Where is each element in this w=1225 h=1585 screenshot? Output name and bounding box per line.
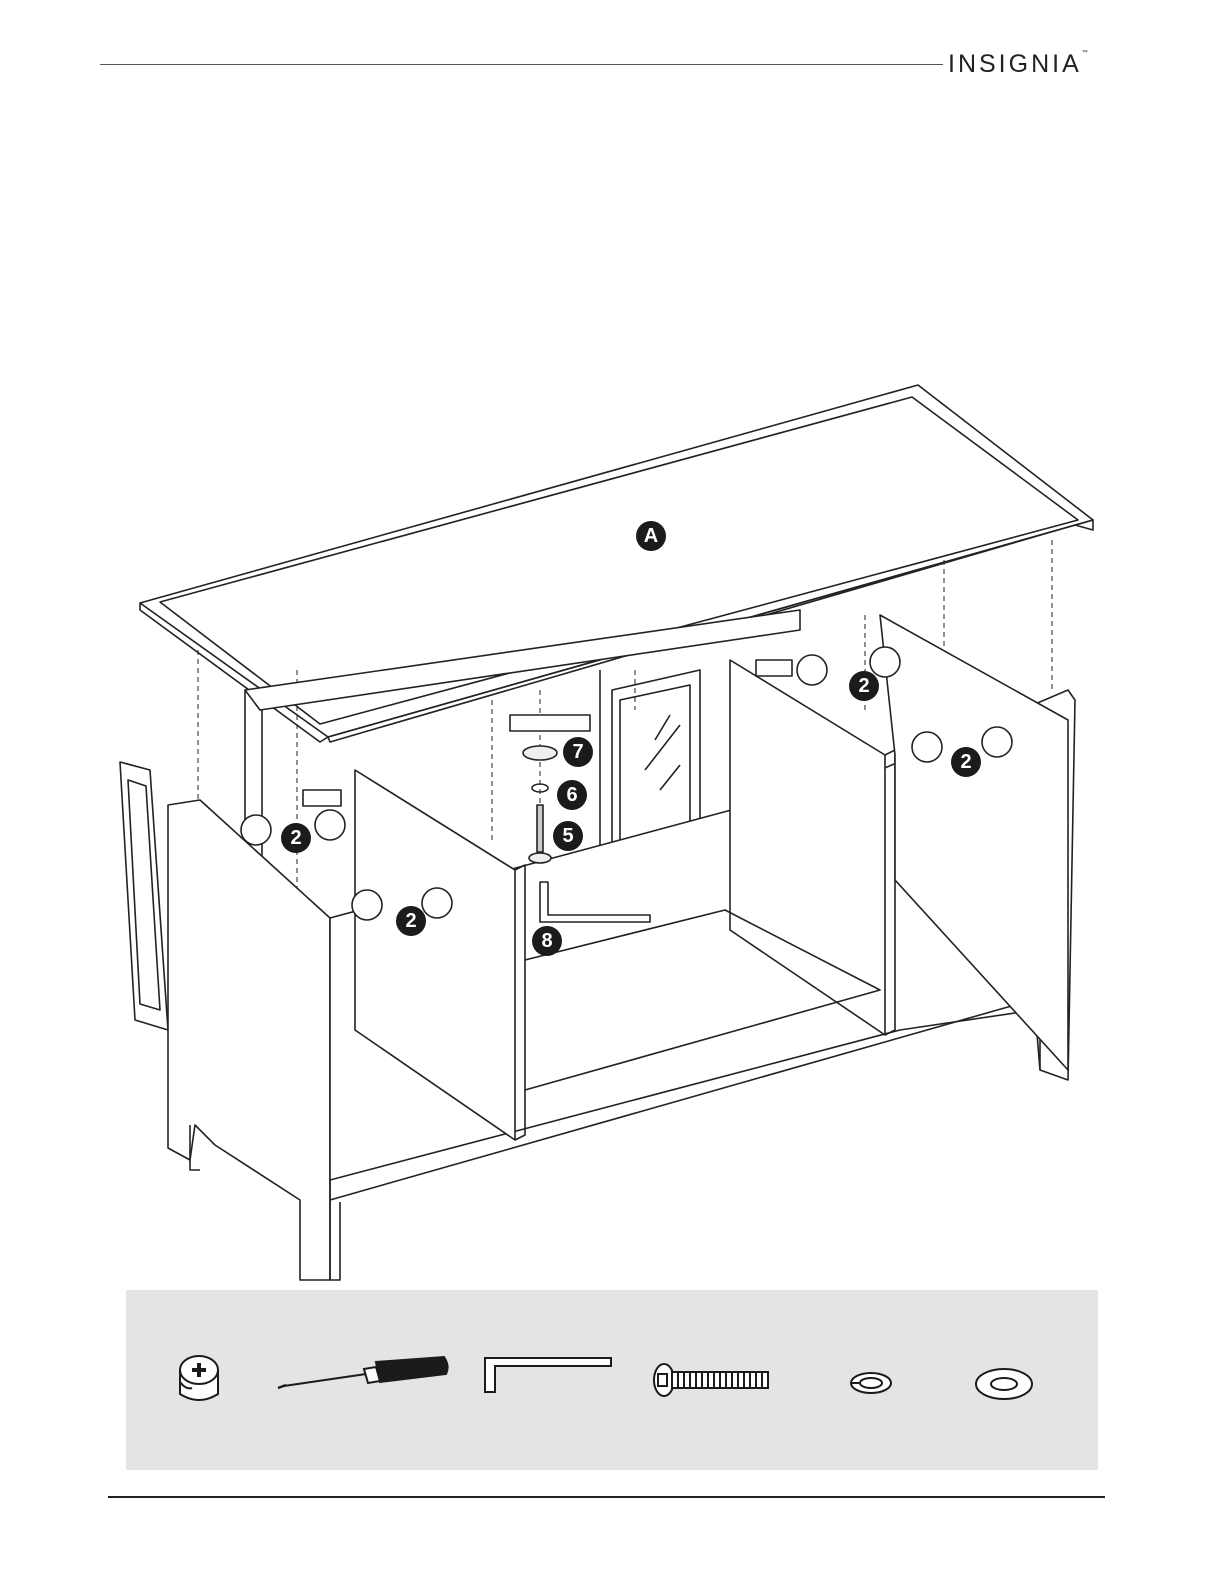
left-door bbox=[120, 762, 168, 1030]
lock-washer-icon bbox=[846, 1368, 896, 1398]
callout-text: 2 bbox=[960, 751, 971, 773]
callout-text: 8 bbox=[541, 930, 552, 952]
flat-washer-icon bbox=[972, 1362, 1036, 1402]
callout-text: 2 bbox=[405, 910, 416, 932]
screwdriver-icon bbox=[276, 1352, 451, 1398]
callout-cam-lock-right-lower: 2 bbox=[951, 747, 981, 777]
callout-text: 7 bbox=[572, 741, 583, 763]
bolt-icon bbox=[652, 1360, 772, 1400]
trademark-symbol: ™ bbox=[1082, 50, 1088, 56]
part-label-a: A bbox=[636, 521, 666, 551]
part-label-a-text: A bbox=[644, 525, 658, 547]
left-side-panel bbox=[168, 800, 330, 1280]
callout-washer: 7 bbox=[563, 737, 593, 767]
cam-lock-icon bbox=[168, 1348, 230, 1410]
callout-lock-washer: 6 bbox=[557, 780, 587, 810]
callout-bolt: 5 bbox=[553, 821, 583, 851]
header-rule bbox=[100, 64, 943, 65]
brand-logo: INSIGNIA™ bbox=[948, 50, 1088, 79]
callout-cam-lock-left-upper: 2 bbox=[281, 823, 311, 853]
callout-allen-key: 8 bbox=[532, 926, 562, 956]
footer-rule bbox=[108, 1496, 1105, 1498]
brand-text: INSIGNIA bbox=[948, 50, 1082, 78]
callout-cam-lock-right-upper: 2 bbox=[849, 671, 879, 701]
callout-text: 6 bbox=[566, 784, 577, 806]
callout-text: 5 bbox=[562, 825, 573, 847]
callout-text: 2 bbox=[290, 827, 301, 849]
callout-text: 2 bbox=[858, 675, 869, 697]
assembly-diagram: A 2 2 2 2 7 6 5 8 bbox=[0, 370, 1225, 1290]
callout-cam-lock-left-lower: 2 bbox=[396, 906, 426, 936]
hardware-panel bbox=[126, 1290, 1098, 1470]
allen-key-icon bbox=[481, 1354, 616, 1398]
